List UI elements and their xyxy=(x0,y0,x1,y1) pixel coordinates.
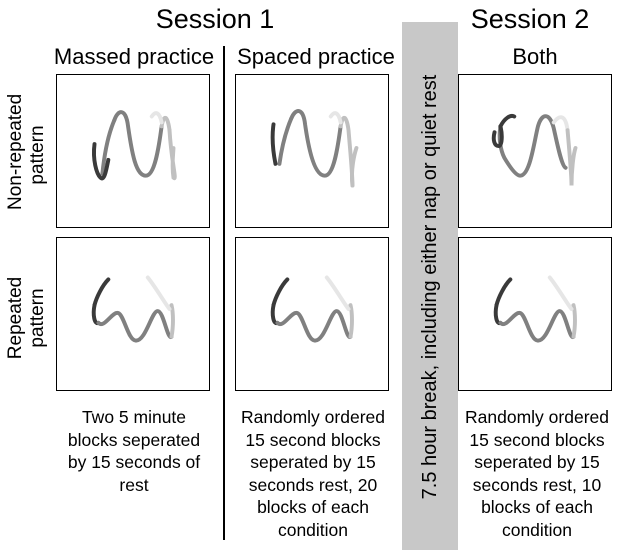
description-massed-line: by 15 seconds of xyxy=(67,452,201,472)
row-label-repeated-line1: Repeated xyxy=(5,276,26,360)
panel-massed-nonrepeated xyxy=(56,74,210,228)
description-both-line: blocks of each xyxy=(481,497,593,517)
row-label-non-repeated: Non-repeated pattern xyxy=(5,93,49,210)
description-spaced-line: seconds rest, 20 xyxy=(248,474,378,495)
description-both-line: 15 second blocks xyxy=(469,429,605,450)
panel-spaced-nonrepeated xyxy=(235,74,389,228)
panel-both-repeated xyxy=(458,237,612,391)
column-divider xyxy=(223,46,225,540)
description-massed: Two 5 minute blocks seperated by 15 seco… xyxy=(50,406,218,496)
description-spaced-line: blocks of each xyxy=(257,497,369,517)
trajectory-repeated-both xyxy=(493,275,577,343)
column-massed-practice: Massed practice xyxy=(53,44,215,69)
description-both-line: seperated by 15 xyxy=(474,452,600,472)
description-both: Randomly ordered 15 second blocks sepera… xyxy=(452,406,622,541)
column-both: Both xyxy=(512,44,558,69)
description-massed-line: Two 5 minute xyxy=(81,407,187,427)
row-label-non-repeated-line1: Non-repeated xyxy=(5,93,26,210)
description-massed-line: rest xyxy=(119,474,149,495)
trajectory-nonrepeated-massed xyxy=(92,110,177,181)
description-spaced-line: seperated by 15 xyxy=(250,452,376,472)
column-spaced-practice: Spaced practice xyxy=(237,44,395,69)
panel-massed-repeated xyxy=(56,237,210,391)
trajectory-nonrepeated-both xyxy=(491,114,578,186)
trajectory-nonrepeated-spaced xyxy=(270,109,359,188)
description-massed-line: blocks seperated xyxy=(67,429,201,450)
session-1-title: Session 1 xyxy=(155,4,275,34)
row-label-repeated: Repeated pattern xyxy=(5,263,49,373)
break-band xyxy=(402,22,458,550)
description-spaced-line: condition xyxy=(277,519,349,540)
panel-spaced-repeated xyxy=(235,237,389,391)
break-text: 7.5 hour break, including either nap or … xyxy=(419,74,441,500)
description-both-line: seconds rest, 10 xyxy=(472,474,602,495)
row-label-repeated-line2: pattern xyxy=(27,288,48,348)
description-spaced-line: Randomly ordered xyxy=(241,407,385,427)
description-both-line: Randomly ordered xyxy=(465,407,609,427)
description-spaced-line: 15 second blocks xyxy=(245,429,381,450)
trajectory-repeated-spaced xyxy=(270,275,354,343)
session-2-title: Session 2 xyxy=(470,4,590,34)
description-both-line: condition xyxy=(501,519,573,540)
panel-both-nonrepeated xyxy=(458,74,612,228)
description-spaced: Randomly ordered 15 second blocks sepera… xyxy=(228,406,398,541)
trajectory-repeated-massed xyxy=(91,275,175,343)
row-label-non-repeated-line2: pattern xyxy=(27,125,48,185)
